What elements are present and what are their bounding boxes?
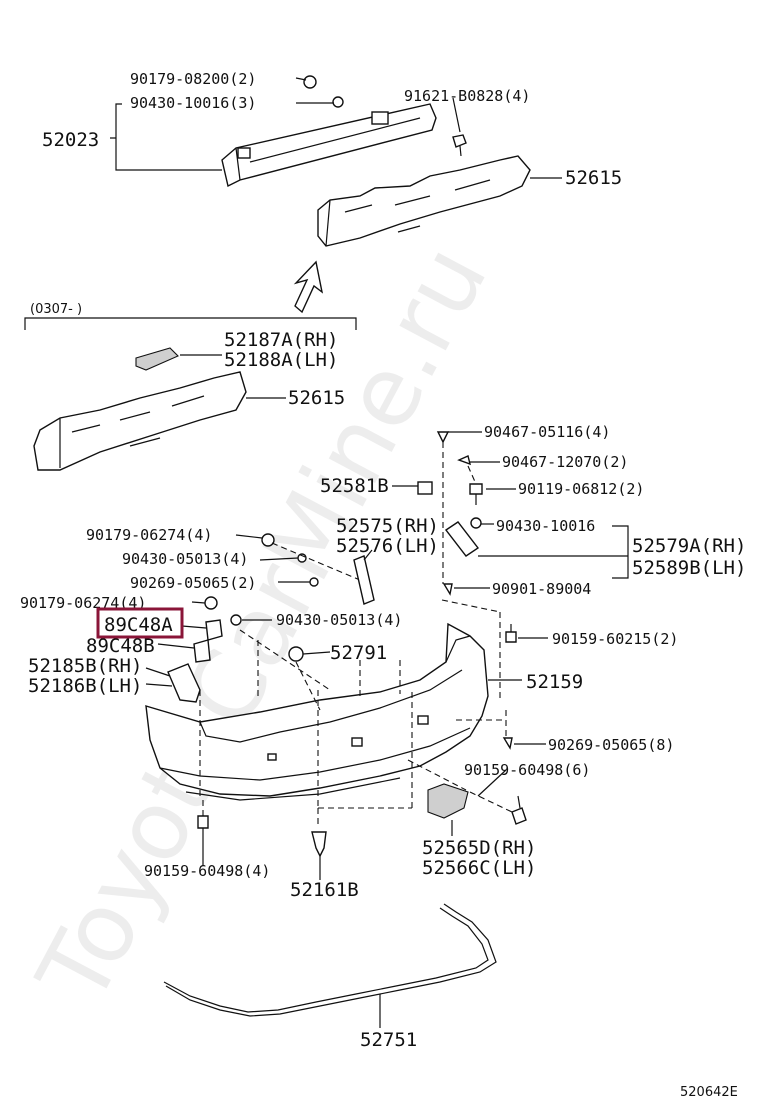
label-52615-top[interactable]: 52615: [565, 167, 622, 189]
retainer-set-drawing: [417, 431, 483, 596]
clip-mid-icon: [309, 577, 319, 587]
retainer-52565-drawing: [427, 783, 469, 819]
label-52566c[interactable]: 52566C(LH): [422, 857, 536, 879]
label-52187a[interactable]: 52187A(RH): [224, 329, 338, 351]
label-90269-05065-b[interactable]: 90269-05065(8): [548, 736, 674, 754]
nut-mid-1-icon: [261, 533, 275, 547]
label-52023[interactable]: 52023: [42, 129, 99, 151]
bolt-90159-60498-right-drawing: [511, 795, 527, 825]
label-90430-05013-a[interactable]: 90430-05013(4): [122, 550, 248, 568]
label-52186b[interactable]: 52186B(LH): [28, 675, 142, 697]
screw-52791-drawing: [288, 646, 331, 662]
washer-mid-2-icon: [230, 614, 242, 626]
label-90179-06274-a[interactable]: 90179-06274(4): [86, 526, 212, 544]
label-89c48a[interactable]: 89C48A: [104, 614, 173, 636]
label-90159-60498-r[interactable]: 90159-60498(6): [464, 761, 590, 779]
upgrade-arrow-icon: [293, 260, 324, 314]
molding-52751-drawing: [163, 903, 497, 1017]
label-52791[interactable]: 52791: [330, 642, 387, 664]
label-90179-08200[interactable]: 90179-08200(2): [130, 70, 256, 88]
part-labels: 90179-08200(2) 90430-10016(3) 91621-B082…: [20, 70, 746, 1100]
label-52185b[interactable]: 52185B(RH): [28, 655, 142, 677]
spacer-52187-drawing: [135, 347, 179, 371]
retainer-52161-drawing: [311, 831, 327, 858]
label-52581b[interactable]: 52581B: [320, 475, 389, 497]
label-52161b[interactable]: 52161B: [290, 879, 359, 901]
label-52751[interactable]: 52751: [360, 1029, 417, 1051]
diagram-code: 520642E: [680, 1085, 738, 1100]
label-90467-05116[interactable]: 90467-05116(4): [484, 423, 610, 441]
label-89c48b[interactable]: 89C48B: [86, 635, 155, 657]
label-52579a[interactable]: 52579A(RH): [632, 535, 746, 557]
label-90430-10016[interactable]: 90430-10016: [496, 517, 595, 535]
label-90159-60215[interactable]: 90159-60215(2): [552, 630, 678, 648]
bracket-52575-drawing: [353, 555, 375, 605]
label-52575[interactable]: 52575(RH): [336, 515, 439, 537]
washer-top-icon: [332, 96, 344, 108]
nut-mid-2-icon: [204, 596, 218, 610]
label-52159[interactable]: 52159: [526, 671, 583, 693]
label-90901-89004[interactable]: 90901-89004: [492, 580, 591, 598]
label-52188a[interactable]: 52188A(LH): [224, 349, 338, 371]
label-52565d[interactable]: 52565D(RH): [422, 837, 536, 859]
label-90467-12070[interactable]: 90467-12070(2): [502, 453, 628, 471]
label-52589b[interactable]: 52589B(LH): [632, 557, 746, 579]
absorber-52615-mid-drawing: [33, 371, 247, 471]
label-90430-05013-b[interactable]: 90430-05013(4): [276, 611, 402, 629]
bolt-90159-60498-left-drawing: [197, 815, 209, 844]
label-52615-mid[interactable]: 52615: [288, 387, 345, 409]
absorber-52615-top-drawing: [317, 155, 531, 247]
label-52576[interactable]: 52576(LH): [336, 535, 439, 557]
label-90159-60498-l[interactable]: 90159-60498(4): [144, 862, 270, 880]
reinforcement-52023-drawing: [221, 103, 437, 188]
nut-top-icon: [303, 75, 317, 89]
clip-90269-right-drawing: [502, 737, 513, 750]
clip-89c48-drawing: [193, 619, 223, 663]
bracket-52185-drawing: [167, 663, 201, 703]
highlight-box: [96, 607, 184, 639]
label-90430-10016-3[interactable]: 90430-10016(3): [130, 94, 256, 112]
bolt-91621-drawing: [452, 134, 467, 157]
label-90269-05065-a[interactable]: 90269-05065(2): [130, 574, 256, 592]
label-90119-06812[interactable]: 90119-06812(2): [518, 480, 644, 498]
bolt-90159-60215-drawing: [505, 624, 517, 643]
label-91621-b0828[interactable]: 91621-B0828(4): [404, 87, 530, 105]
period-note: (0307- ): [30, 302, 82, 317]
